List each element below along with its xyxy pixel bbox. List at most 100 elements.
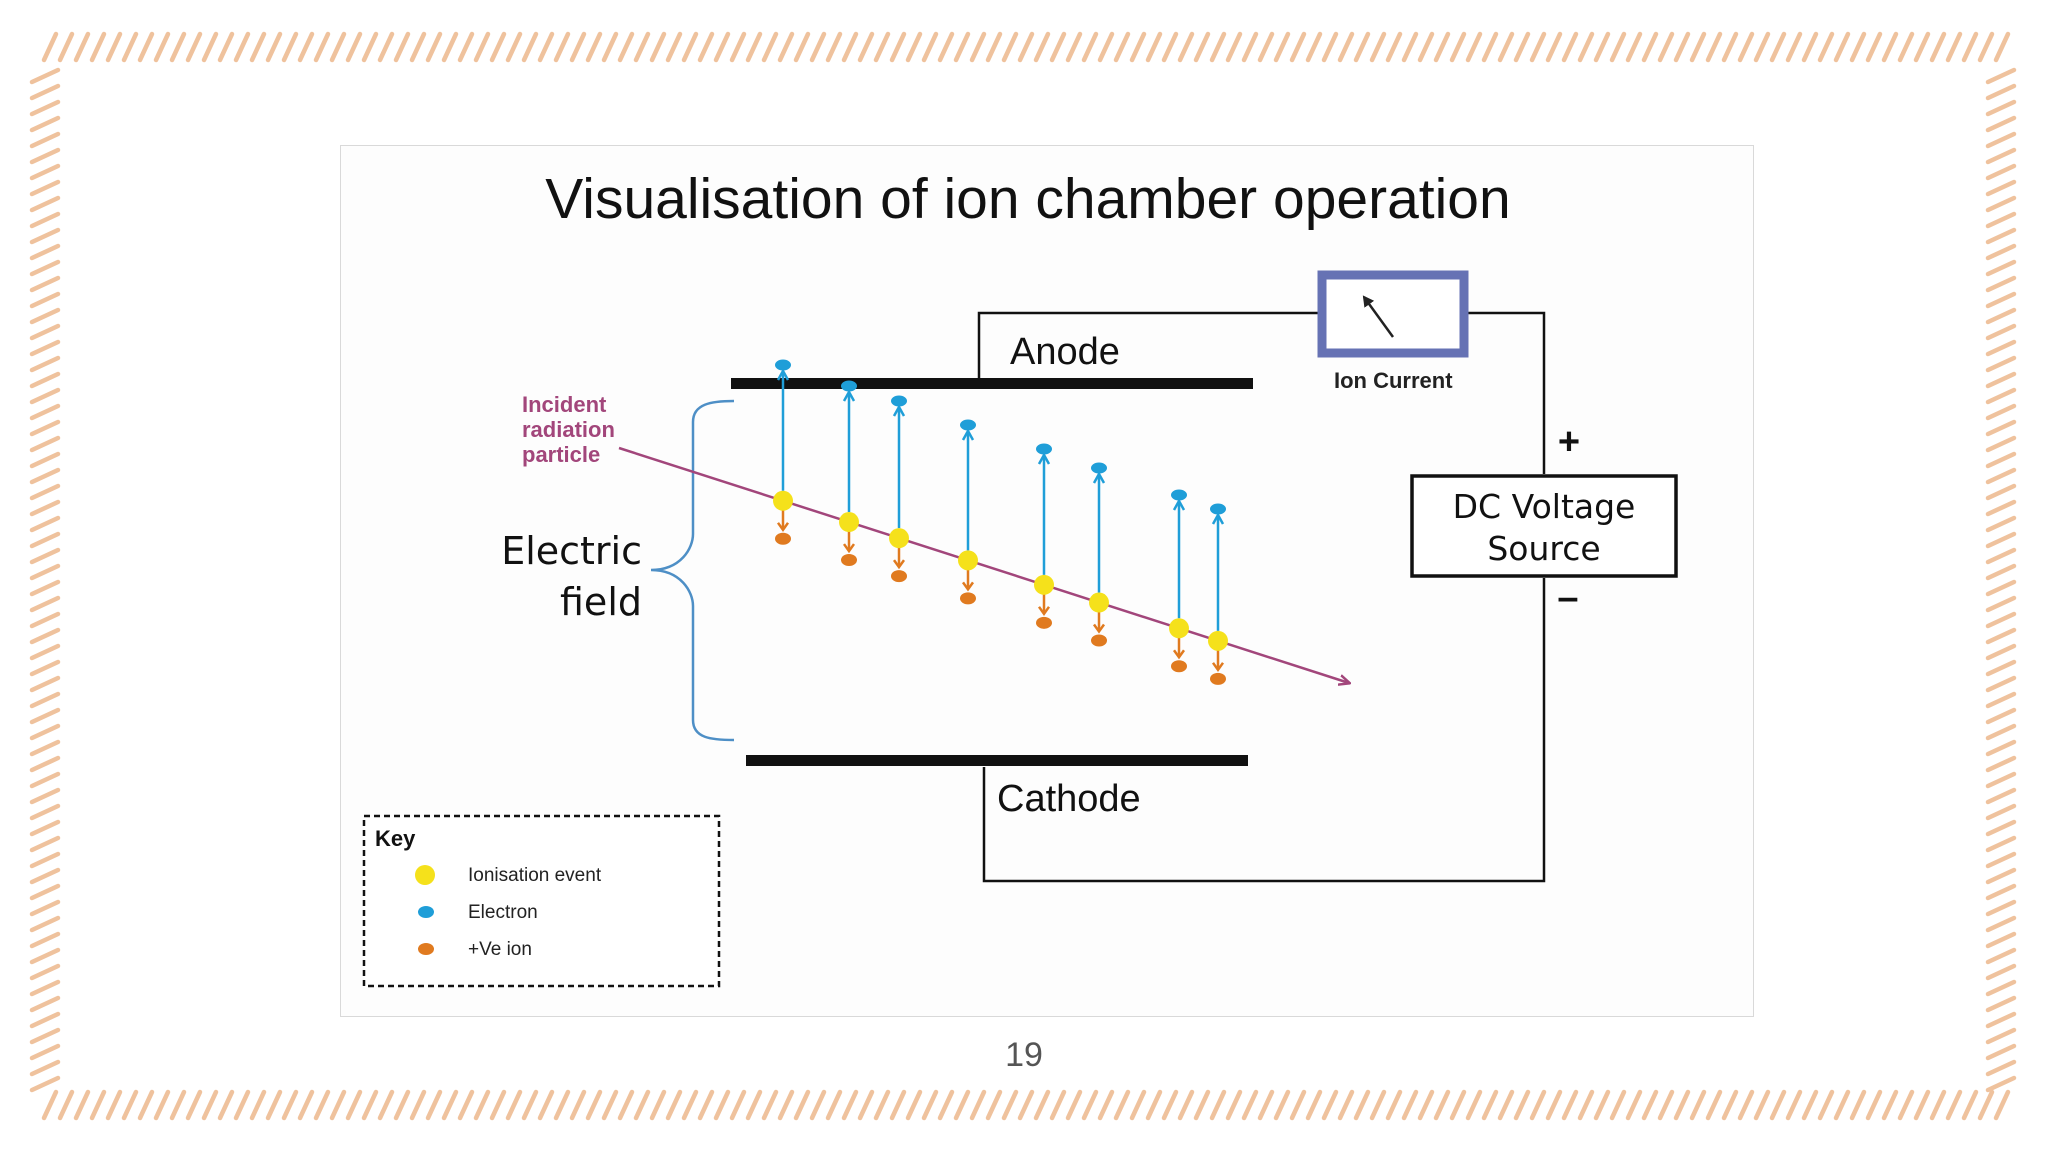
frame-hatch <box>29 515 61 533</box>
frame-hatch <box>29 483 61 501</box>
frame-hatch <box>1753 1089 1771 1121</box>
frame-hatch <box>29 83 61 101</box>
frame-hatch <box>1985 131 2017 149</box>
frame-hatch <box>1985 579 2017 597</box>
frame-hatch <box>809 31 827 63</box>
incident-label-line2: radiation <box>522 417 615 442</box>
frame-hatch <box>249 31 267 63</box>
frame-hatch <box>537 31 555 63</box>
frame-hatch <box>1225 31 1243 63</box>
plus-terminal: + <box>1558 421 1580 463</box>
frame-hatch <box>1561 31 1579 63</box>
frame-hatch <box>1177 31 1195 63</box>
frame-hatch <box>73 1089 91 1121</box>
slide-panel: Visualisation of ion chamber operation A… <box>340 145 1754 1017</box>
frame-hatch <box>1985 499 2017 517</box>
frame-hatch <box>489 1089 507 1121</box>
ionisation-event <box>958 550 978 571</box>
frame-hatch <box>745 1089 763 1121</box>
frame-hatch <box>1657 31 1675 63</box>
frame-hatch <box>29 355 61 373</box>
frame-hatch <box>1689 31 1707 63</box>
frame-hatch <box>201 1089 219 1121</box>
frame-hatch <box>1929 31 1947 63</box>
frame-hatch <box>1985 99 2017 117</box>
electron-arrowhead <box>1172 498 1186 511</box>
frame-hatch <box>361 31 379 63</box>
frame-hatch <box>921 1089 939 1121</box>
frame-hatch <box>29 643 61 661</box>
frame-hatch <box>121 31 139 63</box>
frame-hatch <box>985 1089 1003 1121</box>
frame-hatch <box>1481 1089 1499 1121</box>
electron-arrowhead <box>1037 452 1051 465</box>
frame-hatch <box>1817 31 1835 63</box>
frame-hatch <box>1985 275 2017 293</box>
frame-hatch <box>1985 643 2017 661</box>
frame-hatch <box>1769 1089 1787 1121</box>
frame-hatch <box>1985 323 2017 341</box>
frame-hatch <box>29 531 61 549</box>
frame-hatch <box>185 31 203 63</box>
frame-hatch <box>29 659 61 677</box>
frame-hatch <box>1209 31 1227 63</box>
electron <box>960 419 976 431</box>
frame-hatch <box>1641 1089 1659 1121</box>
frame-hatch <box>1065 1089 1083 1121</box>
frame-hatch <box>1529 1089 1547 1121</box>
frame-hatch <box>1985 723 2017 741</box>
frame-hatch <box>1985 1011 2017 1029</box>
frame-hatch <box>29 67 61 85</box>
frame-hatch <box>29 819 61 837</box>
frame-hatch <box>1985 1027 2017 1045</box>
frame-hatch <box>681 1089 699 1121</box>
frame-hatch <box>1985 307 2017 325</box>
frame-hatch <box>1625 1089 1643 1121</box>
frame-hatch <box>29 835 61 853</box>
ionisation-events <box>773 359 1228 685</box>
frame-hatch <box>1353 31 1371 63</box>
frame-hatch <box>1985 1059 2017 1077</box>
frame-hatch <box>29 1059 61 1077</box>
frame-hatch <box>921 31 939 63</box>
source-label-line1: DC Voltage <box>1453 487 1636 526</box>
frame-hatch <box>1833 31 1851 63</box>
frame-hatch <box>1945 1089 1963 1121</box>
frame-hatch <box>1993 31 2011 63</box>
frame-hatch <box>1385 1089 1403 1121</box>
key-ion-label: +Ve ion <box>468 939 532 960</box>
frame-hatch <box>29 1075 61 1093</box>
ionisation-event <box>1208 630 1228 651</box>
frame-hatch <box>29 259 61 277</box>
frame-hatch <box>1337 1089 1355 1121</box>
frame-hatch <box>1985 931 2017 949</box>
frame-hatch <box>1321 1089 1339 1121</box>
frame-hatch <box>713 31 731 63</box>
frame-hatch <box>29 979 61 997</box>
ionisation-event <box>1034 574 1054 595</box>
ionisation-event <box>1089 592 1109 613</box>
frame-hatch <box>29 995 61 1013</box>
frame-hatch <box>457 31 475 63</box>
source-label-line2: Source <box>1487 529 1600 568</box>
frame-hatch <box>29 691 61 709</box>
frame-hatch <box>1985 819 2017 837</box>
frame-hatch <box>1545 31 1563 63</box>
frame-hatch <box>1273 31 1291 63</box>
frame-hatch <box>377 31 395 63</box>
frame-hatch <box>409 1089 427 1121</box>
frame-hatch <box>29 499 61 517</box>
frame-hatch <box>1001 31 1019 63</box>
ion-current-meter <box>1317 270 1469 358</box>
frame-hatch <box>1513 1089 1531 1121</box>
frame-hatch <box>1945 31 1963 63</box>
frame-hatch <box>1913 1089 1931 1121</box>
frame-hatch <box>617 31 635 63</box>
electron <box>1036 443 1052 455</box>
frame-hatch <box>569 31 587 63</box>
frame-hatch <box>569 1089 587 1121</box>
frame-hatch <box>29 211 61 229</box>
frame-hatch <box>905 1089 923 1121</box>
frame-hatch <box>29 915 61 933</box>
frame-hatch <box>1625 31 1643 63</box>
